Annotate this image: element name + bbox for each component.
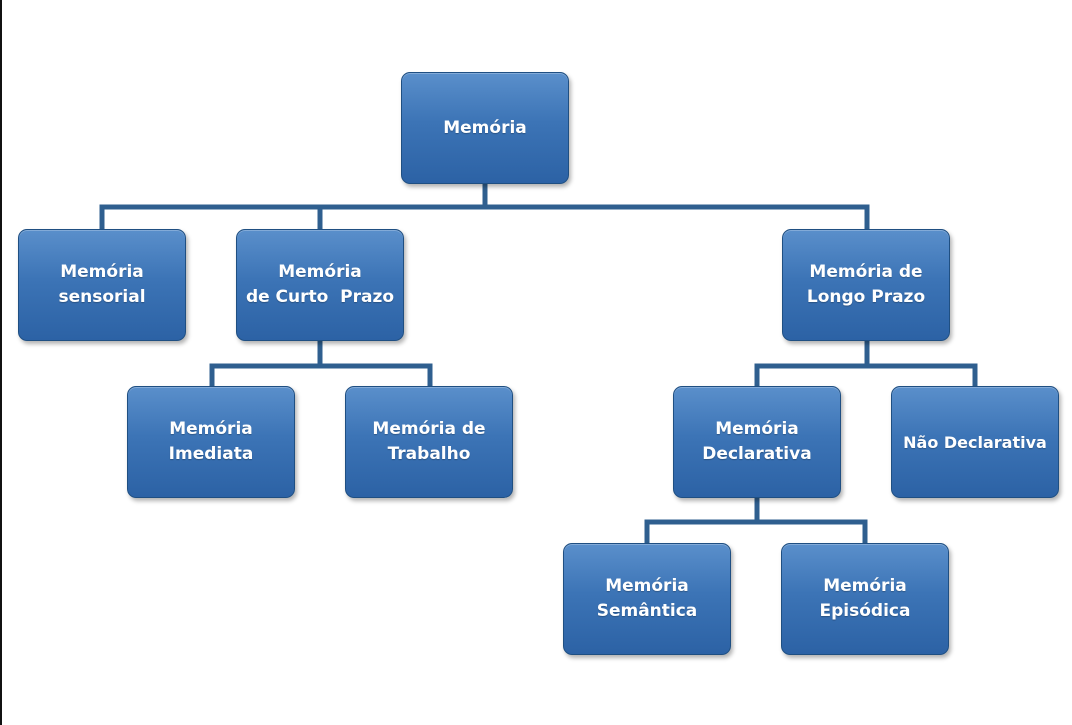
node-trabalho-line-2: Trabalho — [387, 444, 471, 464]
node-imediata-line-2: Imediata — [168, 444, 254, 464]
node-memoria-imediata: Memória Imediata — [127, 386, 295, 498]
node-declarativa-line-1: Memória — [715, 419, 799, 439]
node-memoria-trabalho: Memória de Trabalho — [345, 386, 513, 498]
node-memoria-sensorial: Memória sensorial — [18, 229, 186, 341]
node-imediata-line-1: Memória — [169, 419, 253, 439]
node-memoria-semantica: Memória Semântica — [563, 543, 731, 655]
node-memoria: Memória — [401, 72, 569, 184]
node-memoria-episodica: Memória Episódica — [781, 543, 949, 655]
node-curto-prazo-line-1: Memória — [278, 262, 362, 282]
node-sensorial-line-1: Memória — [60, 262, 144, 282]
node-episodica-line-2: Episódica — [819, 601, 911, 621]
node-nao-declarativa: Não Declarativa — [891, 386, 1059, 498]
node-memoria-longo-prazo: Memória de Longo Prazo — [782, 229, 950, 341]
node-memoria-declarativa: Memória Declarativa — [673, 386, 841, 498]
node-memoria-curto-prazo: Memória de Curto Prazo — [236, 229, 404, 341]
node-longo-prazo-line-1: Memória de — [809, 262, 923, 282]
node-semantica-line-2: Semântica — [596, 601, 698, 621]
node-nao-declarativa-line-1: Não Declarativa — [903, 432, 1047, 452]
node-declarativa-line-2: Declarativa — [702, 444, 812, 464]
node-episodica-line-1: Memória — [823, 576, 907, 596]
node-curto-prazo-line-2: de Curto Prazo — [245, 287, 395, 307]
node-memoria-line-1: Memória — [443, 117, 527, 138]
node-longo-prazo-line-2: Longo Prazo — [806, 287, 926, 307]
node-semantica-line-1: Memória — [605, 576, 689, 596]
node-trabalho-line-1: Memória de — [372, 419, 486, 439]
node-sensorial-line-2: sensorial — [58, 287, 146, 307]
